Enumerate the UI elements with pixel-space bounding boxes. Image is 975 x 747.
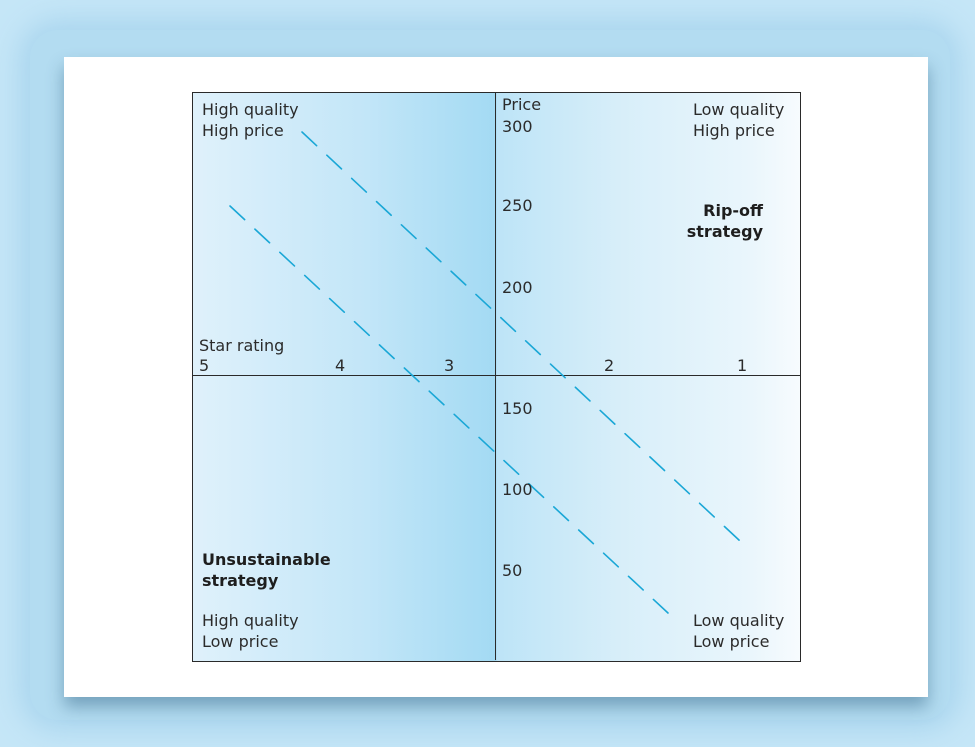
- quadrant-label-line: High quality: [202, 100, 299, 119]
- strategy-label-rip-off: Rip-off strategy: [663, 200, 763, 242]
- x-tick-label: 2: [604, 356, 615, 375]
- x-tick-label: 4: [335, 356, 346, 375]
- strategy-label-line: strategy: [202, 571, 279, 590]
- quadrant-label-line: Low quality: [693, 100, 785, 119]
- quadrant-label-bottom-left: High quality Low price: [202, 610, 299, 652]
- quadrant-label-top-left: High quality High price: [202, 99, 299, 141]
- x-tick-label: 5: [199, 356, 210, 375]
- strategy-label-line: Unsustainable: [202, 550, 331, 569]
- quadrant-frame: [192, 92, 801, 662]
- x-tick-label: 1: [737, 356, 748, 375]
- quadrant-label-top-right: Low quality High price: [693, 99, 784, 141]
- strategy-label-unsustainable: Unsustainable strategy: [202, 549, 331, 591]
- quadrant-label-line: High price: [202, 121, 284, 140]
- quadrant-label-line: Low price: [202, 632, 279, 651]
- x-tick-label: 3: [444, 356, 455, 375]
- quadrant-label-line: High quality: [202, 611, 299, 630]
- quadrant-label-line: High price: [693, 121, 775, 140]
- y-axis-title: Price: [502, 95, 542, 114]
- y-tick-label: 50: [502, 561, 523, 580]
- y-tick-label: 300: [502, 117, 533, 136]
- quadrant-label-bottom-right: Low quality Low price: [693, 610, 784, 652]
- strategy-label-line: strategy: [686, 222, 763, 241]
- quadrant-label-line: Low quality: [693, 611, 785, 630]
- y-tick-label: 250: [502, 196, 533, 215]
- x-axis-title: Star rating: [199, 336, 285, 355]
- price-axis: [495, 92, 497, 660]
- y-tick-label: 150: [502, 399, 533, 418]
- y-tick-label: 200: [502, 278, 533, 297]
- strategy-label-line: Rip-off: [703, 201, 763, 220]
- quadrant-label-line: Low price: [693, 632, 770, 651]
- y-tick-label: 100: [502, 480, 533, 499]
